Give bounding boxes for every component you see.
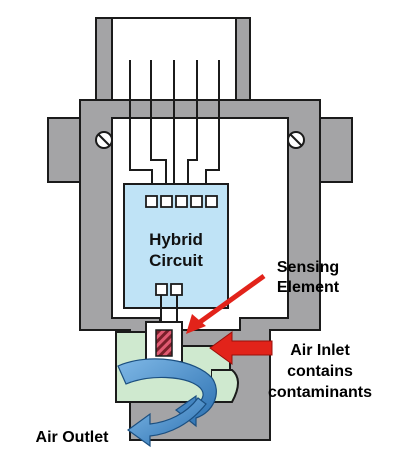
left-o-ring-mark bbox=[97, 133, 111, 147]
sensing-label-line1: Sensing bbox=[277, 259, 339, 276]
sensing-pointer-head-icon bbox=[186, 314, 206, 334]
sensing-label-line2: Element bbox=[277, 279, 340, 296]
hybrid-label-line2: Circuit bbox=[149, 251, 203, 270]
inlet-label-line3: contaminants bbox=[268, 384, 372, 401]
right-o-ring-mark bbox=[289, 133, 303, 147]
sensing-pointer-arrow-icon bbox=[198, 273, 266, 325]
inlet-label-line1: Air Inlet bbox=[290, 342, 350, 359]
hybrid-label-line1: Hybrid bbox=[149, 230, 203, 249]
air-inlet-arrow-icon bbox=[209, 331, 273, 365]
circuit-pads-top bbox=[145, 195, 218, 208]
air-outlet-arrow-icon bbox=[126, 397, 207, 448]
inlet-label-line2: contains bbox=[287, 363, 353, 380]
connector-pins bbox=[129, 60, 220, 126]
air-passage-loop bbox=[212, 369, 239, 403]
sensor-leads bbox=[160, 295, 178, 326]
outlet-label: Air Outlet bbox=[36, 429, 110, 446]
sensing-element bbox=[155, 329, 173, 357]
